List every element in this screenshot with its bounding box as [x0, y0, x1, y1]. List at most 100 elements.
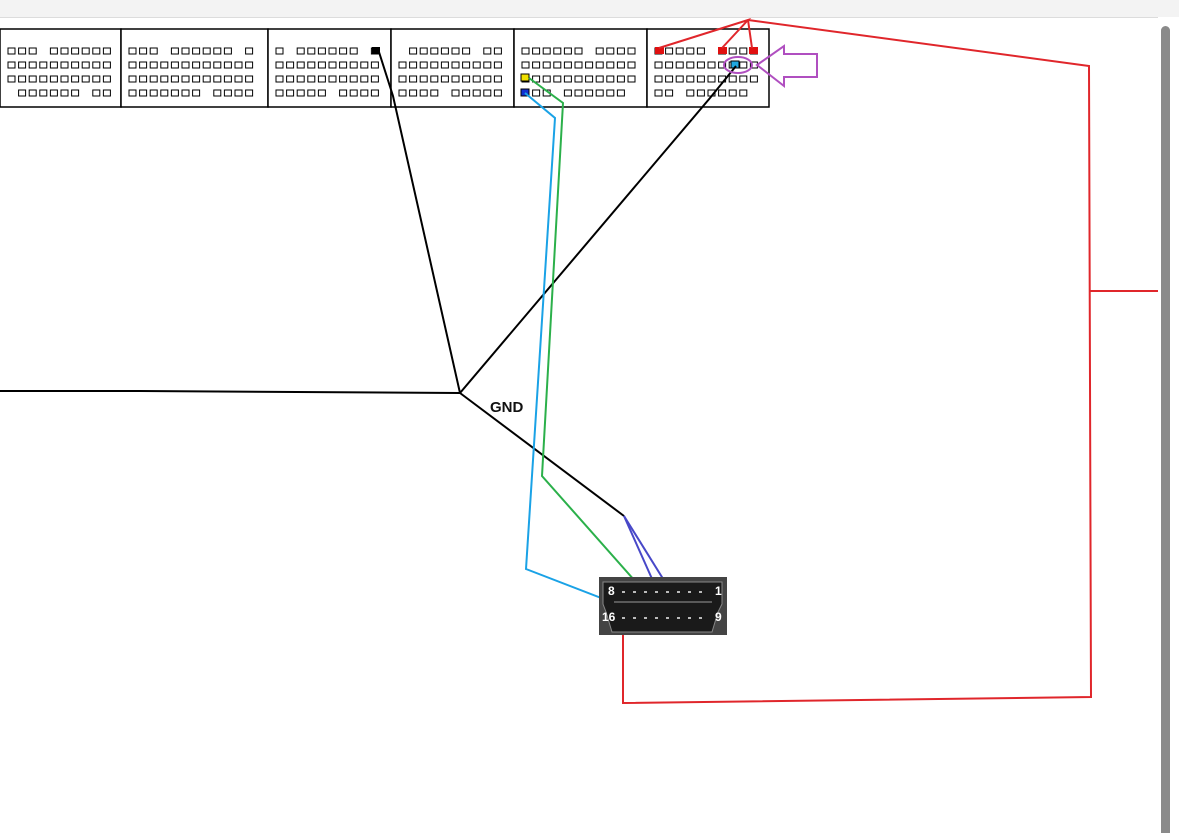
ecu-pin: [307, 89, 316, 97]
ecu-pin: [542, 61, 551, 69]
ecu-pin: [409, 89, 418, 97]
ecu-pin: [483, 89, 492, 97]
ecu-pin: [606, 61, 615, 69]
ecu-pin: [128, 75, 137, 83]
ecu-pin: [654, 75, 663, 83]
ecu-pin: [49, 47, 58, 55]
ecu-pin: [81, 47, 90, 55]
ecu-pin: [440, 61, 449, 69]
ecu-pin: [7, 61, 16, 69]
obd-pin-9-label: 9: [715, 610, 722, 624]
pin-yellow: [520, 73, 530, 82]
ecu-pin: [440, 47, 449, 55]
ecu-pin: [707, 75, 716, 83]
ecu-pin: [139, 61, 148, 69]
ecu-pin: [181, 89, 190, 97]
ecu-pin: [49, 89, 58, 97]
ecu-pin: [595, 89, 604, 97]
ecu-pin: [696, 61, 705, 69]
ecu-pin: [472, 89, 481, 97]
ecu-pin: [39, 75, 48, 83]
ecu-pin: [462, 47, 471, 55]
pin-ground-black: [372, 47, 380, 54]
ecu-pin: [317, 47, 326, 55]
ecu-pin: [39, 61, 48, 69]
ecu-pin: [665, 61, 674, 69]
ecu-pin: [296, 75, 305, 83]
ecu-pin: [7, 47, 16, 55]
ecu-pin: [398, 61, 407, 69]
ecu-pin: [532, 61, 541, 69]
scrollbar-thumb[interactable]: [1161, 26, 1170, 833]
ecu-pin: [245, 75, 254, 83]
ecu-pin: [28, 47, 37, 55]
ground-wire-obd: [459, 392, 625, 517]
ecu-pin: [149, 89, 158, 97]
ecu-pin: [102, 61, 111, 69]
ecu-pin: [654, 89, 663, 97]
ecu-pin: [563, 89, 572, 97]
ground-wire-ecu-a: [378, 51, 461, 394]
ecu-pin: [430, 75, 439, 83]
ecu-pin: [245, 61, 254, 69]
ecu-pin: [360, 89, 369, 97]
ecu-pin: [223, 61, 232, 69]
ecu-pin: [521, 61, 530, 69]
ecu-pin: [483, 47, 492, 55]
ecu-pin: [18, 61, 27, 69]
ecu-pin: [370, 61, 379, 69]
ecu-pin: [60, 61, 69, 69]
ecu-pin: [328, 47, 337, 55]
ecu-pin: [60, 75, 69, 83]
obd-pin: [699, 617, 702, 619]
ecu-pin: [749, 75, 758, 83]
ecu-pin: [149, 47, 158, 55]
highlight-circle: [723, 56, 753, 74]
ecu-pin: [686, 89, 695, 97]
ecu-pin: [7, 75, 16, 83]
obd-pin: [688, 591, 691, 593]
ecu-pin: [18, 89, 27, 97]
obd-pin-row: [622, 591, 702, 619]
obd-pin-1-label: 1: [715, 584, 722, 598]
ecu-pin: [627, 47, 636, 55]
ecu-pin: [149, 75, 158, 83]
obd-pin: [633, 617, 636, 619]
ecu-pin: [71, 47, 80, 55]
ecu-pin: [92, 61, 101, 69]
ecu-pin: [370, 75, 379, 83]
highlight-arrow-icon: [755, 44, 818, 89]
ecu-pin: [92, 75, 101, 83]
ecu-pin: [296, 89, 305, 97]
ecu-pin: [532, 89, 541, 97]
ecu-pin: [128, 89, 137, 97]
ecu-pin: [128, 47, 137, 55]
ecu-pin: [451, 61, 460, 69]
ecu-pin: [542, 75, 551, 83]
ecu-pin: [245, 47, 254, 55]
ecu-pin: [616, 89, 625, 97]
ecu-pin: [675, 75, 684, 83]
pin-blue: [520, 88, 530, 97]
ecu-pin: [451, 89, 460, 97]
ecu-pin: [339, 61, 348, 69]
can-high-wire: [524, 92, 654, 619]
ecu-pin: [472, 75, 481, 83]
ecu-pin: [181, 47, 190, 55]
pin-red-1: [655, 47, 664, 54]
ecu-pin: [307, 61, 316, 69]
ecu-pin: [553, 47, 562, 55]
ecu-pin: [409, 47, 418, 55]
ecu-pin: [728, 47, 737, 55]
ecu-pin: [317, 89, 326, 97]
ecu-pin: [451, 75, 460, 83]
ecu-pin: [718, 61, 727, 69]
ecu-pin: [606, 89, 615, 97]
ecu-pin: [430, 47, 439, 55]
pin-red-3: [749, 47, 758, 54]
ecu-pin: [60, 89, 69, 97]
ecu-pin: [553, 61, 562, 69]
obd-pin: [677, 591, 680, 593]
ecu-pin: [328, 61, 337, 69]
ecu-pin: [349, 61, 358, 69]
